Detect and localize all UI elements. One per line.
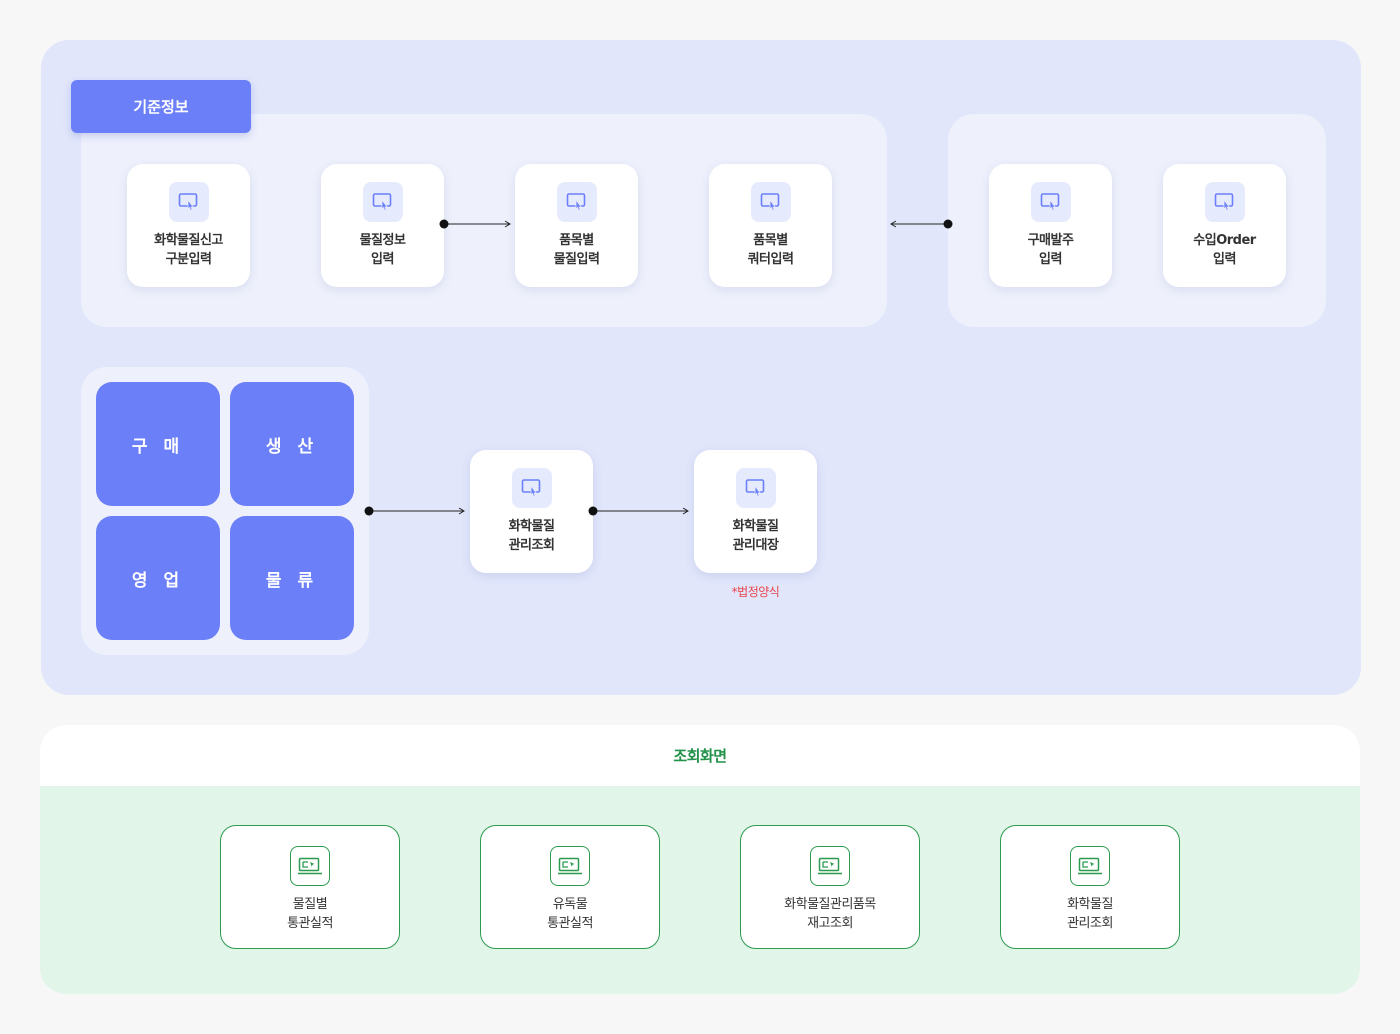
tile-logistics[interactable]: 물 류 <box>230 516 354 640</box>
base-info-tag: 기준정보 <box>71 80 251 133</box>
touch-screen-icon <box>168 182 209 222</box>
view-screens-title: 조회화면 <box>40 725 1360 786</box>
touch-screen-icon <box>362 182 403 222</box>
monitor-click-icon <box>290 846 330 886</box>
touch-screen-icon <box>1030 182 1071 222</box>
monitor-click-icon <box>550 846 590 886</box>
touch-screen-icon <box>735 468 776 508</box>
touch-screen-icon <box>511 468 552 508</box>
touch-screen-icon <box>556 182 597 222</box>
monitor-click-icon <box>1070 846 1110 886</box>
touch-screen-icon <box>1204 182 1245 222</box>
tile-production[interactable]: 생 산 <box>230 382 354 506</box>
touch-screen-icon <box>750 182 791 222</box>
tile-sales[interactable]: 영 업 <box>96 516 220 640</box>
tile-purchase[interactable]: 구 매 <box>96 382 220 506</box>
legal-form-note: *법정양식 <box>731 585 780 599</box>
monitor-click-icon <box>810 846 850 886</box>
